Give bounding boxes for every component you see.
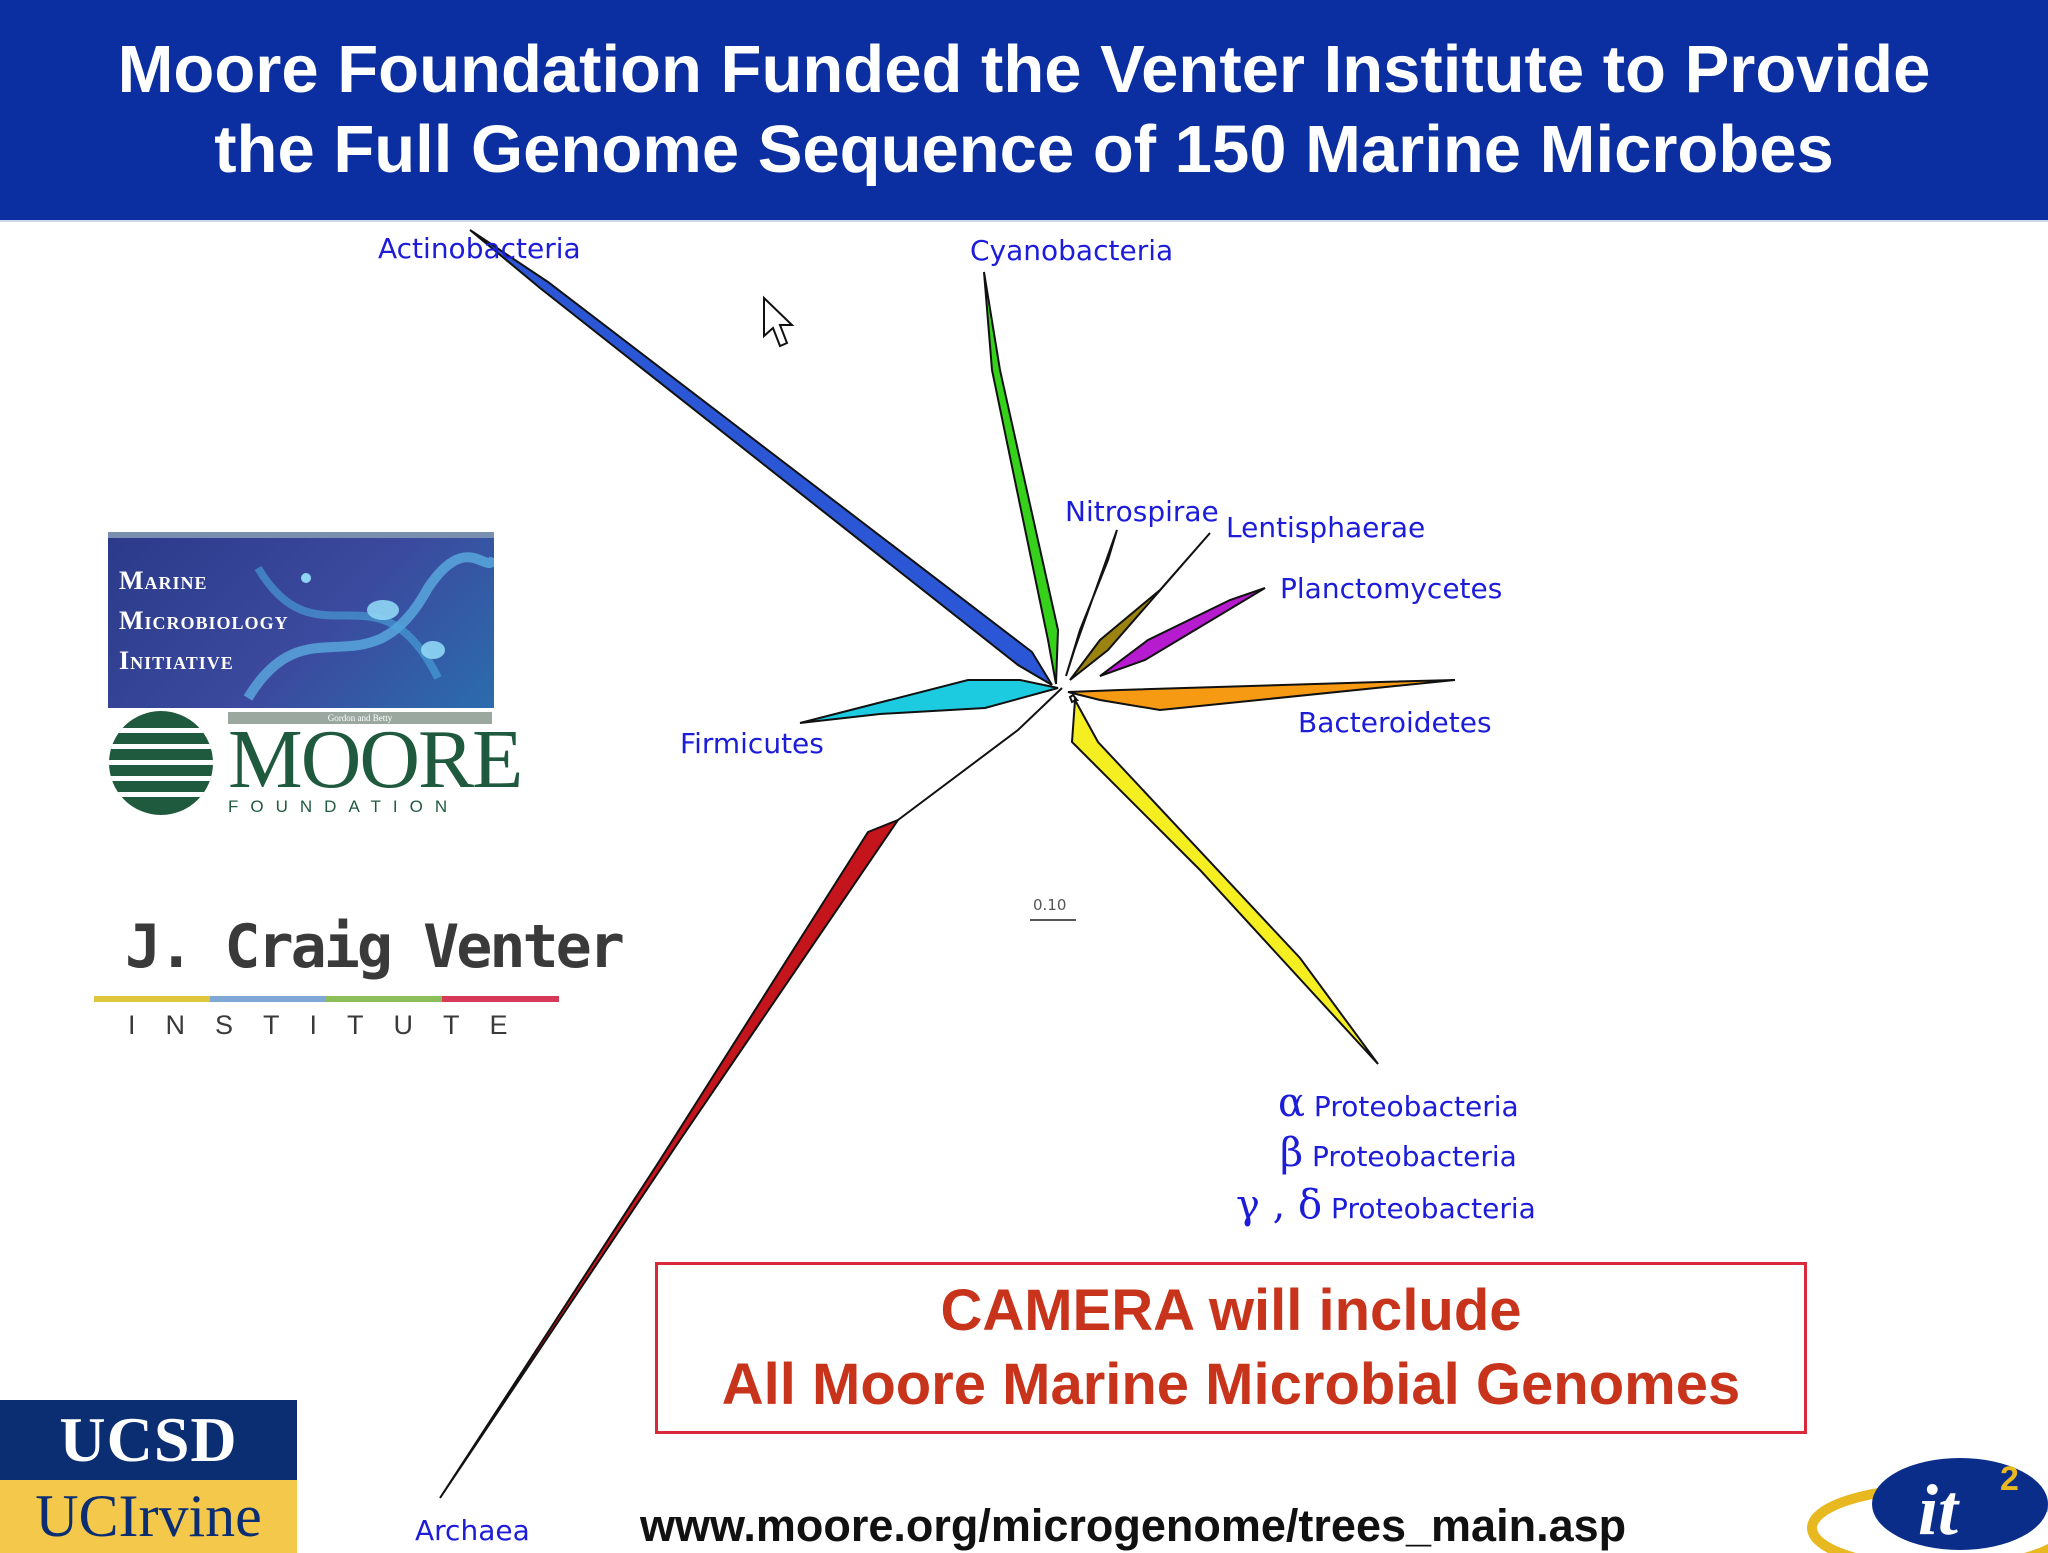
actinobacteria-branch — [469, 229, 1053, 686]
scale-label: 0.10 — [1033, 896, 1067, 914]
moore-foundation-emblem-icon — [109, 711, 213, 815]
firmicutes-branch — [799, 679, 1059, 724]
mmi-line-3: Initiative — [119, 646, 234, 675]
mmi-logo: Marine Microbiology Initiative — [108, 532, 494, 708]
venter-logo-name: J. Craig Venter — [125, 912, 625, 982]
label-lentisphaerae: Lentisphaerae — [1226, 511, 1426, 544]
moore-tagline: Gordon and Betty — [228, 712, 492, 724]
alpha-symbol: α — [1278, 1080, 1306, 1126]
archaea-branch — [439, 817, 901, 1499]
camera-callout-box: CAMERA will include All Moore Marine Mic… — [655, 1262, 1807, 1434]
label-archaea: Archaea — [415, 1514, 530, 1547]
source-url: www.moore.org/microgenome/trees_main.asp — [640, 1500, 1627, 1551]
callout-line-2: All Moore Marine Microbial Genomes — [721, 1352, 1741, 1417]
beta-symbol: β — [1280, 1130, 1304, 1176]
ucirvine-logo: UCIrvine — [0, 1480, 297, 1553]
lentisphaerae-branch — [1069, 532, 1211, 681]
label-actinobacteria: Actinobacteria — [378, 232, 581, 265]
callout-line-1: CAMERA will include — [940, 1278, 1522, 1343]
proteobacteria-branch — [1068, 693, 1080, 704]
it2-logo-text: it — [1918, 1470, 1960, 1550]
cyanobacteria-branch — [983, 271, 1060, 685]
planctomycetes-branch — [1099, 587, 1266, 677]
it2-logo-superscript: 2 — [2000, 1460, 2019, 1498]
title-bar: Moore Foundation Funded the Venter Insti… — [0, 0, 2048, 222]
bacteroidetes-branch — [1067, 679, 1456, 712]
label-nitrospirae: Nitrospirae — [1065, 495, 1219, 528]
venter-color-rule — [94, 996, 559, 1002]
mouse-cursor-icon — [763, 295, 795, 348]
gamma-delta-proteobacteria-text: Proteobacteria — [1331, 1192, 1536, 1225]
label-alpha-proteobacteria: α Proteobacteria — [1278, 1080, 1519, 1126]
slide-title-line-1: Moore Foundation Funded the Venter Insti… — [117, 32, 1931, 107]
label-gamma-delta-proteobacteria: γ , δ Proteobacteria — [1236, 1182, 1536, 1228]
it2-logo: it 2 — [1807, 1458, 2048, 1553]
slide-title-line-2: the Full Genome Sequence of 150 Marine M… — [214, 112, 1834, 187]
archaea-stem — [897, 687, 1063, 821]
nitrospirae-branch — [1065, 529, 1118, 677]
gamma-delta-symbol: γ , δ — [1236, 1182, 1323, 1228]
venter-logo-institute: INSTITUTE — [128, 1010, 538, 1040]
ucsd-logo: UCSD — [0, 1400, 297, 1480]
label-beta-proteobacteria: β Proteobacteria — [1280, 1130, 1517, 1176]
alpha-proteobacteria-text: Proteobacteria — [1313, 1090, 1519, 1123]
moore-logo-foundation: FOUNDATION — [228, 797, 460, 816]
label-firmicutes: Firmicutes — [680, 727, 824, 760]
mmi-line-1: Marine — [119, 566, 208, 595]
dna-helix-icon — [243, 552, 494, 701]
proteobacteria-clade — [1070, 696, 1379, 1065]
beta-proteobacteria-text: Proteobacteria — [1312, 1140, 1517, 1173]
mmi-line-2: Microbiology — [119, 606, 289, 635]
moore-logo-wordmark: MOORE — [228, 713, 523, 806]
label-planctomycetes: Planctomycetes — [1280, 572, 1503, 605]
label-cyanobacteria: Cyanobacteria — [970, 234, 1174, 267]
label-bacteroidetes: Bacteroidetes — [1298, 706, 1492, 739]
